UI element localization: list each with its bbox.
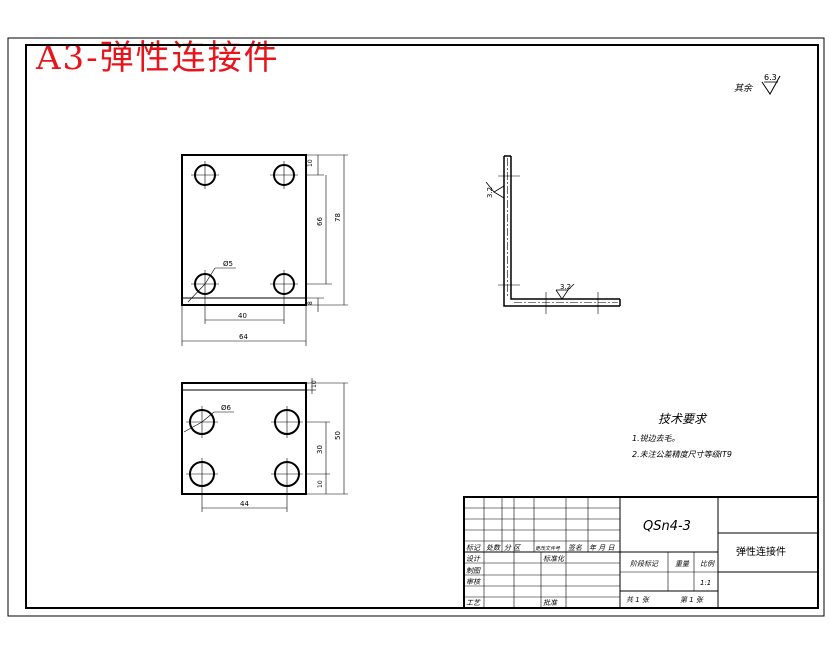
tech-item-1: 1.锐边去毛。 (632, 434, 680, 443)
dim-top-offset: 10 (311, 380, 318, 388)
hole (194, 164, 295, 295)
drawn-label: 制图 (466, 567, 481, 575)
stage-mark-label: 阶段标记 (630, 560, 659, 568)
tech-heading: 技术要求 (658, 412, 708, 426)
hole (189, 409, 300, 487)
outer-border (7, 37, 825, 617)
tech-item-2: 2.未注公差精度尺寸等级IT9 (632, 450, 732, 459)
title-block: 标记 处数 分 区 更改文件号 签名 年 月 日 设计 标准化 制图 审核 工艺… (463, 496, 819, 609)
process-label: 工艺 (466, 599, 481, 607)
sheet-number: 第 1 张 (680, 596, 704, 604)
rev-header-date: 年 月 日 (589, 544, 615, 552)
rev-header-mark: 标记 (466, 544, 481, 552)
roughness-horizontal: 3.2 (560, 283, 571, 291)
surface-finish-note: 其余 6.3 (734, 73, 781, 95)
weight-label: 重量 (675, 560, 690, 568)
rev-header-count: 处数 (486, 544, 501, 552)
dim-width-total: 64 (239, 333, 248, 341)
standardized-label: 标准化 (543, 555, 565, 563)
part-name: 弹性连接件 (736, 545, 786, 558)
roughness-vertical: 3.2 (486, 187, 494, 198)
bottom-view: Ø6 10 30 50 10 44 (181, 378, 348, 512)
dim-hole-spacing-h: 44 (240, 500, 249, 508)
roughness-symbol-icon (555, 289, 569, 300)
scale-value: 1:1 (700, 579, 711, 587)
material-value: QSn4-3 (643, 519, 691, 534)
dim-height-total: 78 (334, 213, 342, 222)
checked-label: 审核 (466, 578, 481, 586)
approved-label: 批准 (543, 599, 558, 607)
dim-hole-spacing-h: 40 (238, 312, 247, 320)
dim-hole-top-offset: 10 (307, 159, 314, 167)
scale-label: 比例 (700, 560, 715, 568)
finish-label: 其余 (734, 83, 753, 94)
sheets-total: 共 1 张 (626, 596, 650, 604)
dim-hole-spacing-v: 66 (316, 217, 324, 226)
rev-header-zone: 分 区 (504, 544, 521, 552)
finish-value: 6.3 (764, 73, 777, 82)
designed-label: 设计 (466, 555, 481, 563)
dim-bottom-offset: 8 (307, 301, 314, 305)
dim-height-total: 50 (334, 431, 342, 440)
dim-bottom-offset: 10 (317, 480, 324, 488)
inner-border (25, 44, 819, 609)
dim-hole-spacing-v: 30 (316, 445, 324, 454)
side-view: 3.2 3.2 (485, 155, 621, 314)
rev-header-sign: 签名 (568, 544, 583, 552)
top-view: 10 66 78 8 Ø5 40 64 (181, 154, 348, 346)
dim-hole-diameter: Ø6 (221, 404, 232, 412)
roughness-symbol-icon (493, 185, 505, 199)
dim-hole-diameter: Ø5 (223, 260, 233, 268)
tech-requirements: 技术要求 1.锐边去毛。 2.未注公差精度尺寸等级IT9 (632, 412, 732, 459)
rev-header-doc: 更改文件号 (535, 545, 561, 552)
